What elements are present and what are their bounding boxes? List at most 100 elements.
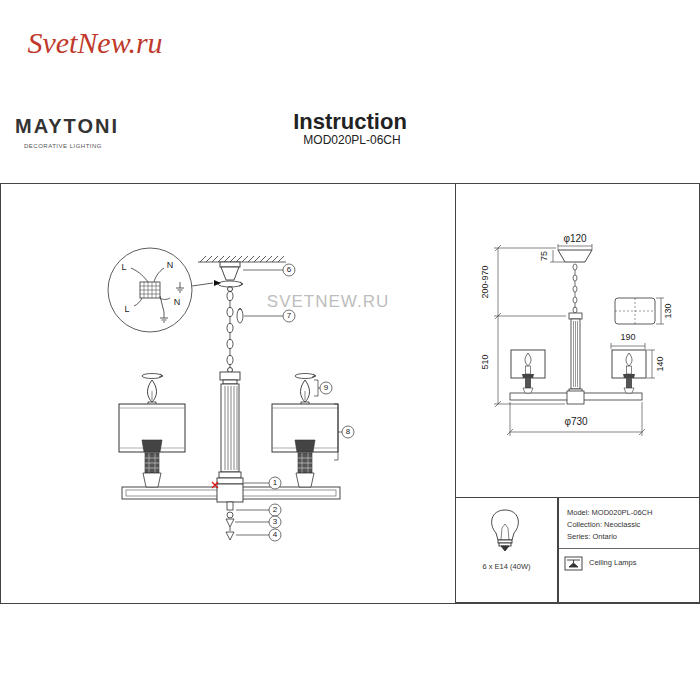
- dimension-line: [647, 350, 655, 378]
- leader-line: [314, 380, 318, 396]
- wiring-inset: [192, 283, 213, 286]
- bulb-icon: [498, 540, 512, 543]
- dimension-line: [611, 346, 645, 347]
- canopy: [228, 287, 233, 292]
- leader-line: [334, 404, 338, 460]
- dimension-value: 75: [540, 251, 550, 261]
- dimension-chain: [573, 275, 577, 281]
- central-column: [219, 472, 241, 478]
- canopy: [214, 280, 221, 286]
- wiring-inset: [131, 268, 148, 282]
- callout-circle: [283, 264, 295, 276]
- wiring-inset: [160, 298, 170, 300]
- watermark: SVETNEW.RU: [267, 293, 389, 312]
- dimension-value: 140: [656, 356, 666, 371]
- dimension-column: [510, 313, 642, 404]
- model-info-cell: Model: MOD020PL-06CHCollection: Neoclass…: [558, 497, 700, 603]
- info-text: Series: Ontario: [567, 531, 617, 543]
- dimension-line: [510, 432, 642, 433]
- top-view-shade: [615, 298, 655, 324]
- wiring-inset: [134, 298, 142, 306]
- dimension-chain: [575, 292, 576, 297]
- brand-tagline: DECORATIVE LIGHTING: [24, 143, 102, 150]
- callout-circle: [269, 516, 281, 528]
- dimension-line: [510, 402, 511, 436]
- callout-circle: [283, 310, 295, 322]
- dimension-line: [495, 245, 501, 407]
- callout-circle: [269, 504, 281, 516]
- sheet-title: Instruction: [293, 110, 407, 134]
- shop-logo: SvetNew.ru: [27, 26, 162, 59]
- chain: [230, 348, 231, 356]
- dimension-chain: [573, 297, 577, 303]
- leader-line: [244, 316, 283, 317]
- wiring-inset: [108, 248, 192, 332]
- dimension-line: [507, 429, 645, 435]
- wire-letter: L: [124, 305, 129, 315]
- dimension-line: [558, 246, 592, 247]
- dimension-line: [558, 244, 559, 250]
- dimension-line: [550, 262, 565, 263]
- dimension-column: [567, 391, 584, 404]
- info-text: Model: MOD020PL-06CH: [567, 507, 652, 519]
- leader-line: [235, 522, 269, 523]
- wiring-inset: [160, 312, 168, 322]
- dimension-line: [652, 350, 653, 378]
- dimension-line: [661, 298, 662, 324]
- ceiling-lamp-icon: [565, 557, 582, 570]
- chain: [227, 292, 243, 369]
- central-column: [217, 368, 243, 485]
- callout-circle: [269, 477, 281, 489]
- finial: [226, 519, 234, 527]
- canopy: [220, 262, 240, 267]
- callout-number: 4: [273, 531, 277, 540]
- dimension-line: [494, 244, 664, 436]
- leader-line: [236, 535, 269, 536]
- wiring-inset: [140, 282, 160, 298]
- sheet-frame: [1, 184, 700, 604]
- wire-letter: N: [174, 298, 181, 308]
- dimension-chain: [575, 281, 576, 286]
- illustration: [612, 350, 646, 393]
- chain: [230, 300, 231, 308]
- chain: [230, 332, 231, 340]
- chain: [227, 292, 233, 301]
- dimension-value: φ120: [563, 233, 586, 244]
- wiring-inset: [160, 296, 164, 312]
- dimension-chain: [573, 286, 577, 292]
- wire-letter: L: [121, 263, 126, 273]
- dimension-value: 130: [664, 303, 674, 318]
- callout-number: 8: [346, 428, 350, 437]
- chain: [237, 309, 243, 323]
- wiring-inset: [154, 268, 164, 282]
- illustration: [511, 350, 545, 393]
- ceiling-lamp-icon: [565, 557, 582, 570]
- top-view-shade: [615, 298, 655, 324]
- sheet-frame: [1, 183, 700, 604]
- canopy: [214, 262, 243, 292]
- dimension-line: [498, 248, 499, 404]
- chain: [227, 308, 233, 317]
- leader-line: [243, 270, 283, 271]
- finial: [226, 502, 234, 540]
- top-view-shade: [615, 298, 655, 324]
- bulb-icon: [492, 510, 519, 540]
- dimension-chain: [573, 307, 577, 313]
- canopy: [239, 282, 243, 286]
- wiring-inset: [140, 282, 160, 298]
- bulb-icon: [501, 546, 509, 551]
- leader-line: [236, 510, 269, 511]
- central-column: [225, 386, 237, 470]
- callout-circle: [320, 382, 332, 394]
- leader-line: [244, 483, 269, 484]
- dimension-canopy: [558, 250, 592, 262]
- dimension-line: [553, 250, 554, 262]
- callout-number: 3: [273, 518, 277, 527]
- wiring-inset: [176, 282, 184, 292]
- arm: [217, 484, 243, 502]
- finial: [230, 527, 231, 531]
- dimension-chain: [575, 270, 576, 275]
- chain: [238, 308, 242, 310]
- model-code: MOD020PL-06CH: [303, 134, 400, 147]
- lamp-spec-cell: 6 x E14 (40W): [455, 497, 558, 603]
